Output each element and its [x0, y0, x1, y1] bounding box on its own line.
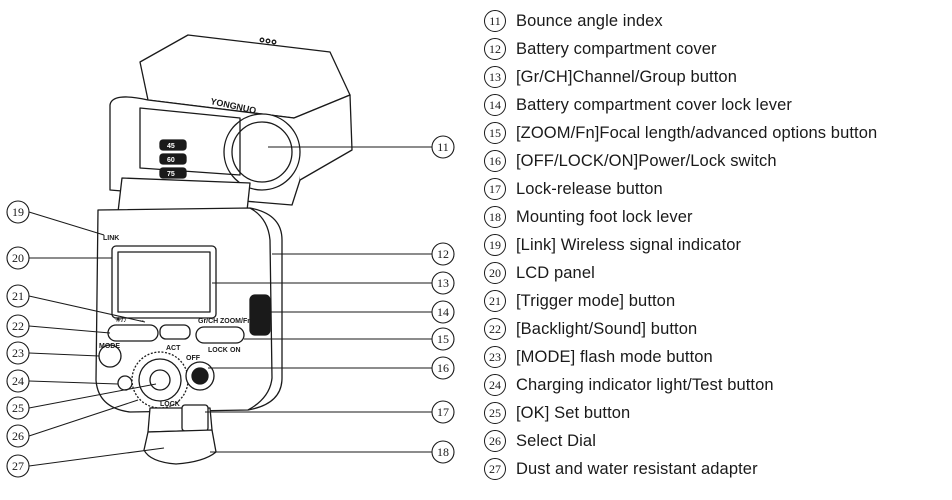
legend-label: [ZOOM/Fn]Focal length/advanced options b…: [516, 123, 878, 142]
legend-item-24: 24 Charging indicator light/Test button: [484, 372, 774, 398]
callout-21: 21: [12, 289, 24, 303]
callout-16: 16: [437, 361, 449, 375]
legend-number: 18: [484, 206, 506, 228]
off-label: OFF: [186, 355, 201, 362]
legend-number: 12: [484, 38, 506, 60]
legend-label: [OK] Set button: [516, 403, 631, 422]
legend-label: [Gr/CH]Channel/Group button: [516, 67, 737, 86]
legend-number: 23: [484, 346, 506, 368]
legend-number: 24: [484, 374, 506, 396]
legend-label: Lock-release button: [516, 179, 663, 198]
callout-22: 22: [12, 319, 24, 333]
flash-unit-diagram: YONGNUO 45 60 75 LINK ☀/♪ ↔ ACT Gr/CH ZO…: [6, 34, 455, 478]
callout-20: 20: [12, 251, 24, 265]
lock-label: LOCK: [208, 347, 228, 354]
legend-item-11: 11 Bounce angle index: [484, 8, 663, 34]
legend-number: 20: [484, 262, 506, 284]
bounce-hub: [223, 113, 301, 191]
legend-item-19: 19 [Link] Wireless signal indicator: [484, 232, 741, 258]
legend-label: Charging indicator light/Test button: [516, 375, 774, 394]
legend-number: 17: [484, 178, 506, 200]
legend-label: [Trigger mode] button: [516, 291, 676, 310]
act-label: ACT: [166, 345, 181, 352]
legend-number: 16: [484, 150, 506, 172]
legend-item-15: 15 [ZOOM/Fn]Focal length/advanced option…: [484, 120, 877, 146]
legend-number: 14: [484, 94, 506, 116]
legend-number: 15: [484, 122, 506, 144]
legend-label: Battery compartment cover lock lever: [516, 95, 792, 114]
lock-release-label: LOCK: [160, 401, 180, 408]
callout-13: 13: [437, 276, 449, 290]
legend-number: 13: [484, 66, 506, 88]
callout-19: 19: [12, 205, 24, 219]
legend-label: [MODE] flash mode button: [516, 347, 713, 366]
legend-item-27: 27 Dust and water resistant adapter: [484, 456, 758, 482]
callout-23: 23: [12, 346, 24, 360]
zoom-label: ZOOM/Fn: [220, 318, 252, 325]
legend-item-16: 16 [OFF/LOCK/ON]Power/Lock switch: [484, 148, 777, 174]
link-indicator-label: LINK: [103, 235, 119, 242]
callout-18: 18: [437, 445, 449, 459]
callout-25: 25: [12, 401, 24, 415]
legend-number: 25: [484, 402, 506, 424]
callout-27: 27: [12, 459, 24, 473]
angle-mark-45: 45: [167, 143, 175, 150]
callout-26: 26: [12, 429, 24, 443]
legend-number: 21: [484, 290, 506, 312]
callout-11: 11: [437, 140, 449, 154]
mode-label: MODE: [99, 343, 120, 350]
legend-label: Dust and water resistant adapter: [516, 459, 758, 478]
legend-label: LCD panel: [516, 263, 595, 282]
callout-24: 24: [12, 374, 24, 388]
callout-12: 12: [437, 247, 449, 261]
legend-item-14: 14 Battery compartment cover lock lever: [484, 92, 792, 118]
legend-number: 11: [484, 10, 506, 32]
legend-number: 26: [484, 430, 506, 452]
legend-label: Mounting foot lock lever: [516, 207, 693, 226]
legend-number: 19: [484, 234, 506, 256]
legend-label: Bounce angle index: [516, 11, 663, 30]
legend-item-25: 25 [OK] Set button: [484, 400, 630, 426]
legend-item-20: 20 LCD panel: [484, 260, 595, 286]
mounting-foot: [143, 429, 217, 465]
lcd-panel-shape: [111, 245, 217, 319]
legend-label: Battery compartment cover: [516, 39, 717, 58]
legend-item-18: 18 Mounting foot lock lever: [484, 204, 693, 230]
legend-item-12: 12 Battery compartment cover: [484, 36, 717, 62]
legend-label: Select Dial: [516, 431, 596, 450]
legend-item-13: 13 [Gr/CH]Channel/Group button: [484, 64, 737, 90]
legend-label: [Link] Wireless signal indicator: [516, 235, 742, 254]
callout-17: 17: [437, 405, 449, 419]
callout-14: 14: [437, 305, 449, 319]
on-label: ON: [230, 347, 241, 354]
angle-mark-60: 60: [167, 157, 175, 164]
angle-mark-75: 75: [167, 171, 175, 178]
callout-15: 15: [437, 332, 449, 346]
backlight-label: ☀/♪: [115, 316, 127, 324]
legend-label: [OFF/LOCK/ON]Power/Lock switch: [516, 151, 777, 170]
legend-item-26: 26 Select Dial: [484, 428, 596, 454]
legend-item-17: 17 Lock-release button: [484, 176, 663, 202]
legend-number: 27: [484, 458, 506, 480]
legend-item-21: 21 [Trigger mode] button: [484, 288, 675, 314]
legend-number: 22: [484, 318, 506, 340]
legend-label: [Backlight/Sound] button: [516, 319, 698, 338]
group-label: Gr/CH: [198, 318, 218, 325]
trigger-label: ↔: [138, 317, 145, 324]
legend-item-23: 23 [MODE] flash mode button: [484, 344, 713, 370]
legend-item-22: 22 [Backlight/Sound] button: [484, 316, 697, 342]
